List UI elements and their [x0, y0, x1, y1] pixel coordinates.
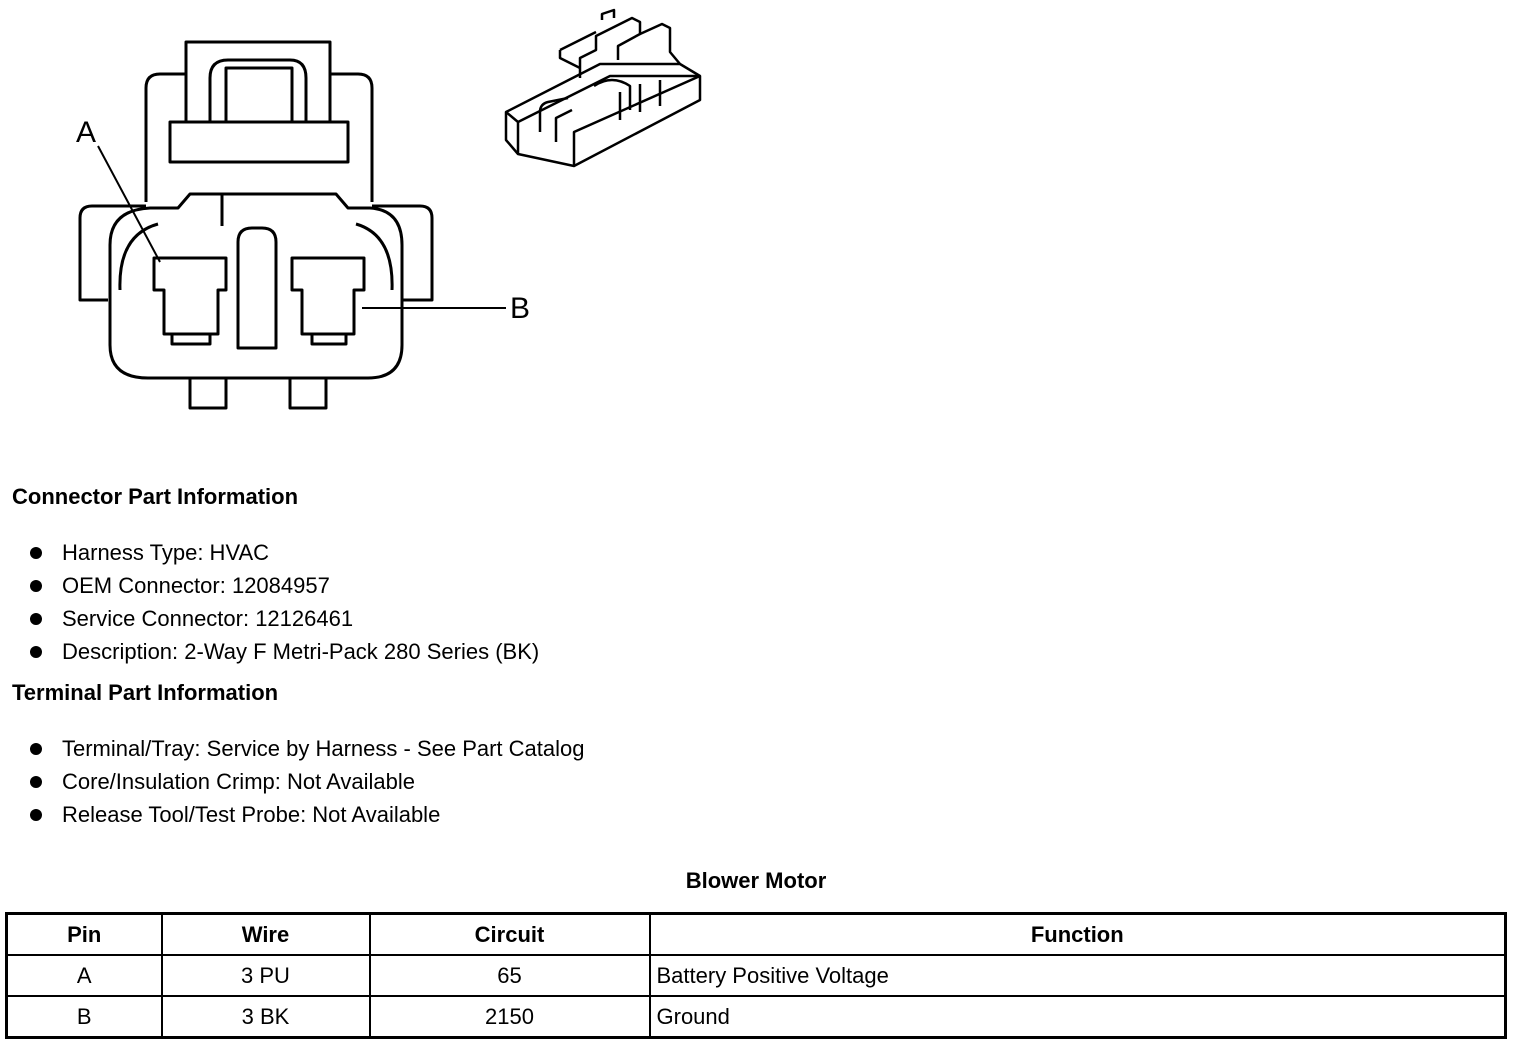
foot-right [288, 378, 328, 410]
cell-pin: A [5, 954, 163, 997]
left-rib [78, 204, 146, 302]
list-item: Terminal/Tray: Service by Harness - See … [0, 732, 585, 765]
cell-wire: 3 BK [160, 995, 371, 1039]
housing-upper [144, 72, 186, 202]
list-item: Core/Insulation Crimp: Not Available [0, 765, 585, 798]
foot-left [188, 378, 228, 410]
right-rib [372, 204, 434, 302]
center-divider [236, 226, 278, 350]
cell-circuit: 2150 [368, 995, 651, 1039]
cell-wire: 3 PU [160, 954, 371, 997]
bullet-icon [30, 613, 42, 625]
header-wire: Wire [160, 912, 371, 956]
list-item: Service Connector: 12126461 [0, 602, 539, 635]
cavity-b [290, 256, 366, 336]
terminal-info-list: Terminal/Tray: Service by Harness - See … [0, 732, 585, 831]
pinout-table: Pin Wire Circuit Function A 3 PU 65 Batt… [5, 912, 1507, 1039]
cell-circuit: 65 [368, 954, 651, 997]
bullet-icon [30, 809, 42, 821]
bullet-icon [30, 646, 42, 658]
connector-diagram: A B [76, 8, 702, 410]
header-pin: Pin [5, 912, 163, 956]
cell-function: Ground [648, 995, 1507, 1039]
housing-body [108, 192, 404, 380]
bullet-icon [30, 776, 42, 788]
leader-a [97, 145, 161, 263]
header-function: Function [648, 912, 1507, 956]
connector-info-list: Harness Type: HVAC OEM Connector: 120849… [0, 536, 539, 668]
pin-label-b: B [510, 292, 530, 325]
cavity-a [152, 256, 228, 336]
table-title: Blower Motor [685, 868, 827, 893]
bullet-icon [30, 547, 42, 559]
cell-pin: B [5, 995, 163, 1039]
bullet-icon [30, 743, 42, 755]
list-item: Description: 2-Way F Metri-Pack 280 Seri… [0, 635, 539, 668]
connector-section-title: Connector Part Information [12, 484, 299, 509]
connector-iso-view [504, 8, 702, 168]
header-circuit: Circuit [368, 912, 651, 956]
cell-function: Battery Positive Voltage [648, 954, 1507, 997]
latch-tab [184, 40, 332, 124]
table-row: B 3 BK 2150 Ground [5, 995, 1507, 1039]
pin-label-a: A [76, 116, 96, 149]
table-header-row: Pin Wire Circuit Function [5, 912, 1507, 956]
terminal-section-title: Terminal Part Information [12, 680, 279, 705]
latch-base [168, 120, 350, 164]
table-row: A 3 PU 65 Battery Positive Voltage [5, 954, 1507, 997]
list-item: Harness Type: HVAC [0, 536, 539, 569]
list-item: OEM Connector: 12084957 [0, 569, 539, 602]
list-item: Release Tool/Test Probe: Not Available [0, 798, 585, 831]
bullet-icon [30, 580, 42, 592]
